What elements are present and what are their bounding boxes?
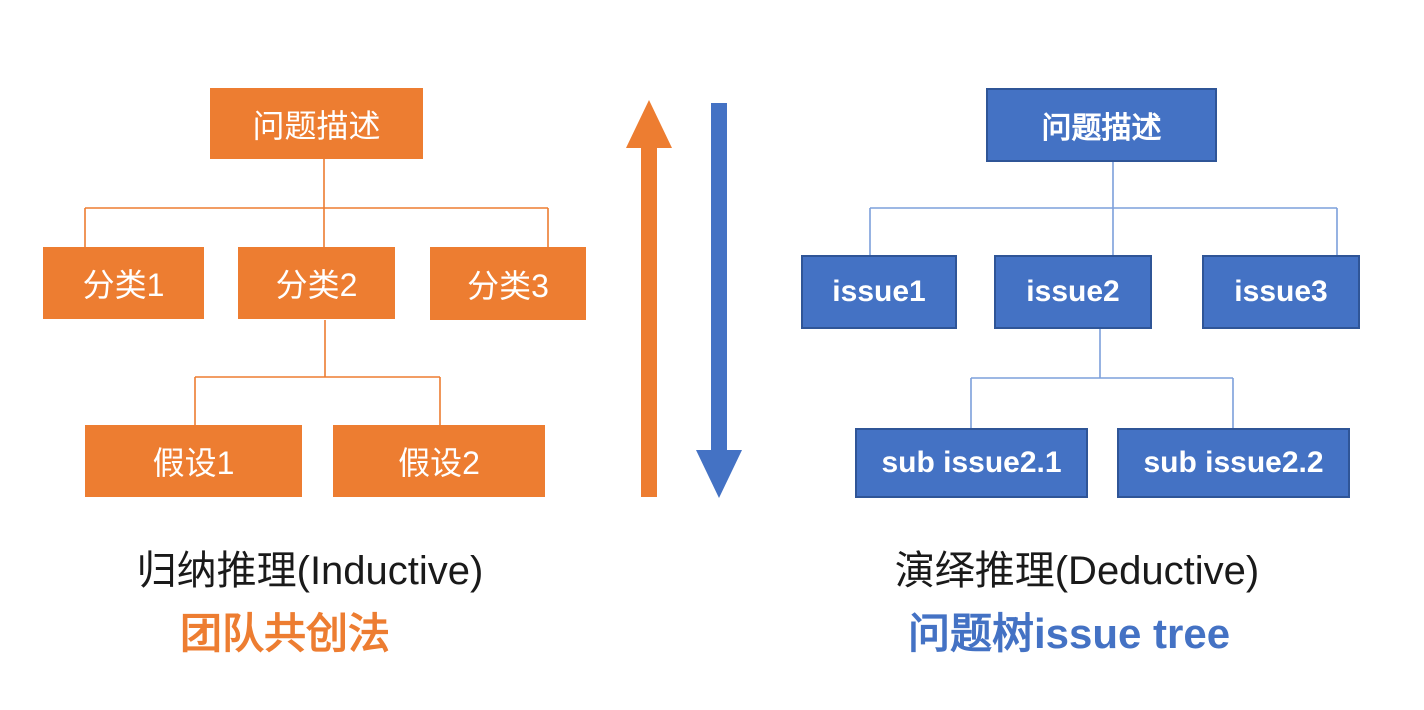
deductive-root-node: 问题描述 [986,88,1217,162]
inductive-tree-connectors [84,159,549,425]
inductive-up-arrow [626,100,672,497]
deductive-issue1-node: issue1 [801,255,957,329]
deductive-subissue22-node: sub issue2.2 [1117,428,1350,498]
deductive-down-arrow [696,103,742,498]
inductive-category2-node: 分类2 [238,247,395,319]
deductive-tree-connectors [869,162,1338,428]
deductive-issue3-node: issue3 [1202,255,1360,329]
inductive-caption-title: 归纳推理(Inductive) [136,549,484,593]
deductive-caption-method: 问题树issue tree [907,610,1231,657]
deductive-subissue21-node: sub issue2.1 [855,428,1088,498]
inductive-hypothesis2-node: 假设2 [333,425,545,497]
inductive-root-node: 问题描述 [210,88,423,159]
inductive-hypothesis1-node: 假设1 [85,425,302,497]
deductive-caption-title: 演绎推理(Deductive) [894,549,1260,593]
inductive-category1-node: 分类1 [43,247,204,319]
deductive-issue2-node: issue2 [994,255,1152,329]
inductive-category3-node: 分类3 [430,247,586,320]
inductive-caption-method: 团队共创法 [179,610,390,657]
